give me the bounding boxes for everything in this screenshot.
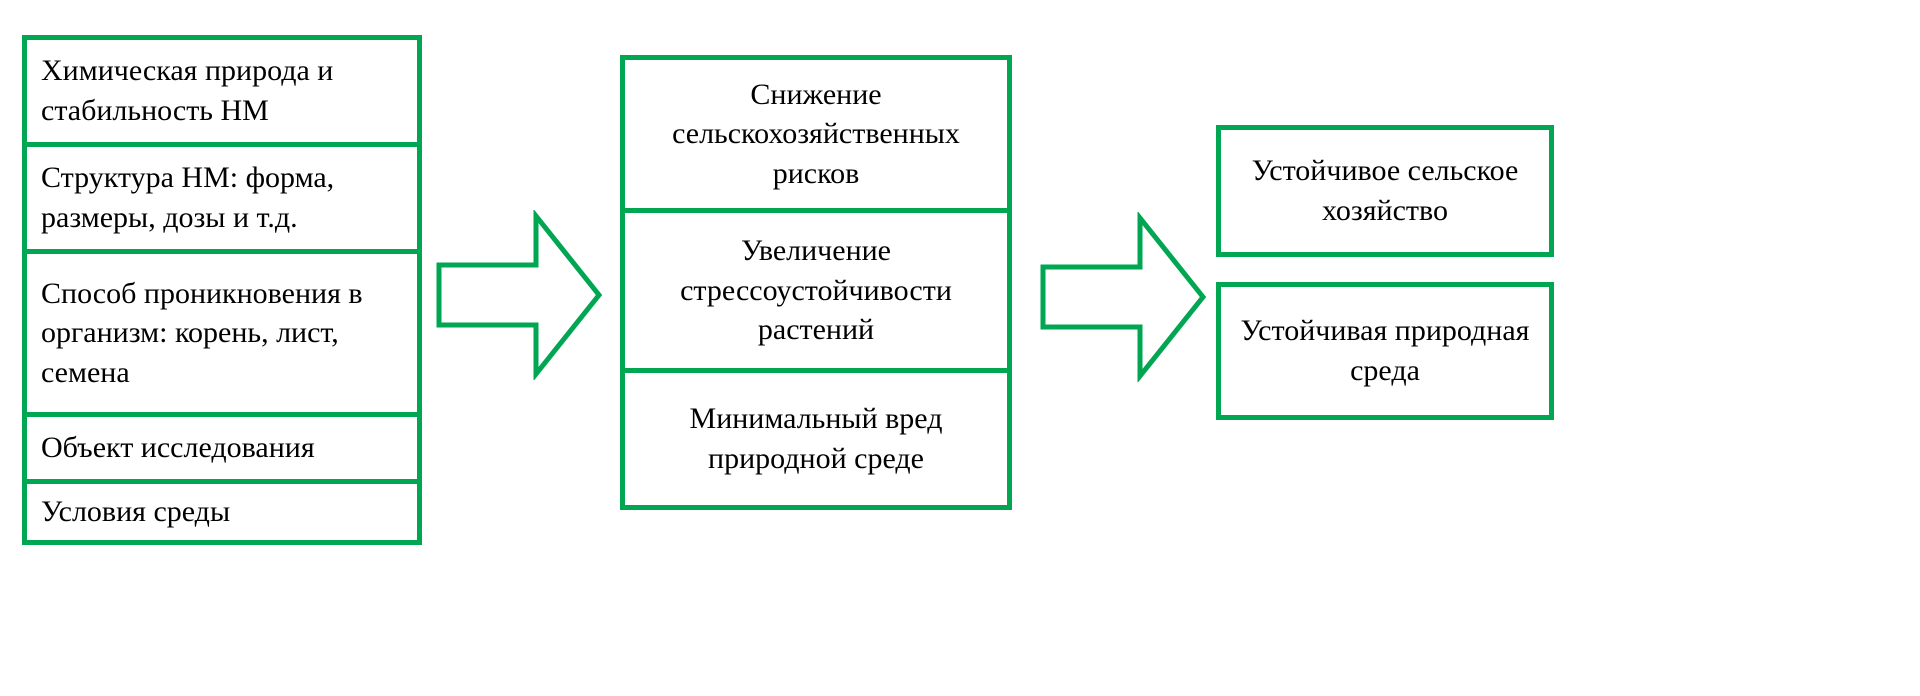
left-box-label: Способ проникновения в организм: корень,… — [41, 276, 363, 389]
middle-box-label: Увеличение стрессоустойчивости растений — [680, 234, 952, 347]
right-box-sustainable-agriculture: Устойчивое сельское хозяйство — [1216, 125, 1554, 257]
middle-box-label: Минимальный вред природной среде — [689, 402, 943, 475]
middle-box-stress-resistance: Увеличение стрессоустойчивости растений — [620, 208, 1012, 373]
middle-box-minimal-harm: Минимальный вред природной среде — [620, 368, 1012, 510]
left-box-chemical-nature: Химическая природа и стабильность НМ — [22, 35, 422, 147]
left-box-label: Объект исследования — [41, 431, 315, 465]
left-box-label: Химическая природа и стабильность НМ — [41, 54, 334, 127]
left-box-penetration: Способ проникновения в организм: корень,… — [22, 249, 422, 417]
left-factors-column: Химическая природа и стабильность НМ Стр… — [22, 35, 422, 545]
right-box-label: Устойчивая природная среда — [1240, 314, 1530, 387]
left-box-label: Условия среды — [41, 495, 231, 529]
left-box-structure: Структура НМ: форма, размеры, дозы и т.д… — [22, 142, 422, 254]
middle-box-label: Снижение сельскохозяйственных рисков — [672, 77, 960, 190]
left-box-environment-conditions: Условия среды — [22, 479, 422, 545]
right-box-label: Устойчивое сельское хозяйство — [1251, 154, 1519, 227]
middle-box-risk-reduction: Снижение сельскохозяйственных рисков — [620, 55, 1012, 213]
right-arrow-icon-2 — [1040, 212, 1208, 382]
left-box-label: Структура НМ: форма, размеры, дозы и т.д… — [41, 161, 335, 234]
right-box-sustainable-environment: Устойчивая природная среда — [1216, 282, 1554, 420]
middle-benefits-column: Снижение сельскохозяйственных рисков Уве… — [620, 55, 1012, 510]
left-box-research-object: Объект исследования — [22, 412, 422, 484]
right-arrow-icon-1 — [436, 210, 604, 380]
